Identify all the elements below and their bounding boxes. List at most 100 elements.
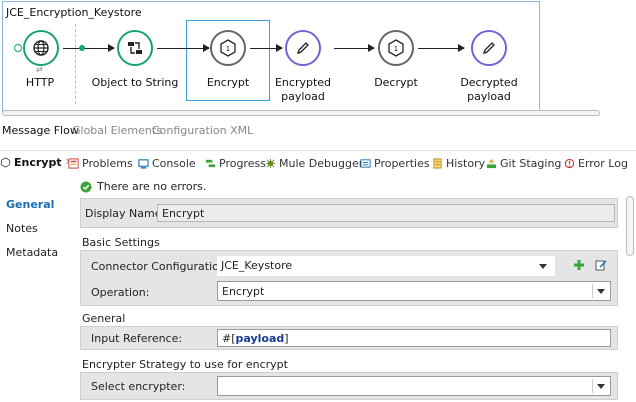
svg-text:1: 1 — [394, 45, 398, 53]
edit-config-button[interactable] — [593, 257, 609, 273]
connector-config-value: JCE_Keystore — [221, 259, 293, 272]
editor-tabs: Message Flow Global Elements Configurati… — [0, 122, 636, 140]
arrow-dot — [79, 45, 85, 51]
node-label-encrypt: Encrypt — [206, 76, 250, 89]
strategy-group: Select encrypter: — [80, 372, 618, 400]
display-name-field[interactable]: Encrypt — [157, 204, 615, 222]
object-to-string-node[interactable] — [117, 30, 153, 66]
encrypt-node[interactable]: 1 — [210, 30, 246, 66]
expression-close: ] — [284, 332, 289, 345]
select-encrypter-dropdown[interactable] — [217, 376, 611, 396]
git-staging-icon — [486, 158, 497, 169]
properties-icon — [360, 159, 371, 168]
flow-arrow — [418, 44, 465, 52]
edit-icon — [595, 260, 607, 271]
debugger-icon — [265, 158, 276, 169]
node-label-encrypted-payload: Encrypted payload — [263, 76, 343, 104]
properties-sidebar: General Notes Metadata — [0, 174, 70, 402]
decrypt-node[interactable]: 1 — [378, 30, 414, 66]
tab-configuration-xml[interactable]: Configuration XML — [152, 124, 254, 137]
connector-config-label: Connector Configuration: — [91, 260, 230, 273]
tab-error-log-label: Error Log — [578, 157, 628, 170]
selected-node-frame — [186, 20, 270, 101]
select-encrypter-label: Select encrypter: — [91, 380, 186, 393]
tab-global-elements[interactable]: Global Elements — [72, 124, 162, 137]
tab-error-log[interactable]: Error Log — [564, 157, 628, 170]
tab-problems-label: Problems — [82, 157, 133, 170]
plus-icon — [574, 260, 584, 270]
check-icon — [80, 181, 92, 192]
pencil-icon — [296, 42, 309, 55]
problems-icon — [68, 158, 79, 169]
crypto-icon: 1 — [220, 39, 236, 57]
label-line-2: payload — [281, 90, 325, 103]
display-name-group: Display Name: Encrypt — [80, 198, 618, 228]
horizontal-scrollbar[interactable] — [2, 110, 600, 116]
tab-console-label: Console — [152, 157, 196, 170]
tab-mule-debugger[interactable]: Mule Debugger — [265, 157, 363, 170]
crypto-icon — [0, 157, 11, 168]
tab-properties-label: Properties — [374, 157, 430, 170]
label-line-1: Decrypted — [460, 76, 518, 89]
node-label-decrypt: Decrypt — [374, 76, 418, 89]
flow-border — [2, 1, 540, 2]
node-label-http: HTTP — [25, 76, 55, 89]
node-label-object-to-string: Object to String — [91, 76, 179, 89]
tab-console[interactable]: Console — [138, 157, 196, 170]
label-line-1: Encrypted — [274, 76, 332, 89]
sidebar-item-notes[interactable]: Notes — [6, 222, 38, 235]
tab-properties[interactable]: Properties — [360, 157, 430, 170]
operation-value: Encrypt — [222, 285, 265, 298]
expression-keyword: payload — [235, 332, 285, 345]
tab-encrypt-label: Encrypt — [14, 156, 62, 169]
views-tab-bar: Encrypt ✕ Problems Console Progress Mule… — [0, 150, 636, 174]
node-label-decrypted-payload: Decrypted payload — [449, 76, 529, 104]
general-group: Input Reference: #[payload] — [80, 326, 618, 350]
history-icon — [433, 158, 442, 169]
progress-icon — [205, 159, 216, 168]
basic-settings-heading: Basic Settings — [82, 236, 160, 249]
globe-icon — [33, 40, 49, 56]
add-config-button[interactable] — [571, 257, 587, 273]
tab-history[interactable]: History — [432, 157, 485, 170]
sidebar-item-general[interactable]: General — [6, 198, 55, 211]
encrypted-payload-node[interactable] — [285, 30, 321, 66]
decrypted-payload-node[interactable] — [471, 30, 507, 66]
console-icon — [138, 159, 149, 169]
vertical-scrollbar[interactable] — [626, 196, 634, 256]
tab-progress[interactable]: Progress — [205, 157, 266, 170]
properties-panel: There are no errors. Display Name: Encry… — [74, 174, 622, 402]
tab-mule-debugger-label: Mule Debugger — [279, 157, 364, 170]
connector-config-select[interactable]: JCE_Keystore — [217, 256, 555, 276]
transform-icon — [128, 42, 142, 54]
label-line-2: payload — [467, 90, 511, 103]
strategy-heading: Encrypter Strategy to use for encrypt — [82, 358, 288, 371]
validation-status: There are no errors. — [80, 180, 206, 193]
http-source-marker: ⇄ — [36, 65, 43, 74]
tab-progress-label: Progress — [219, 157, 266, 170]
tab-message-flow[interactable]: Message Flow — [2, 124, 79, 137]
operation-label: Operation: — [91, 286, 150, 299]
source-divider — [75, 24, 76, 104]
flow-arrow — [250, 44, 283, 52]
tab-history-label: History — [446, 157, 486, 170]
display-name-label: Display Name: — [85, 207, 166, 220]
chevron-down-icon — [592, 284, 608, 298]
error-log-icon — [564, 158, 575, 169]
tab-encrypt[interactable]: Encrypt ✕ — [0, 156, 73, 169]
input-reference-field[interactable]: #[payload] — [217, 329, 611, 347]
tab-git-staging[interactable]: Git Staging — [486, 157, 561, 170]
input-reference-label: Input Reference: — [91, 332, 183, 345]
flow-title[interactable]: JCE_Encryption_Keystore — [6, 6, 142, 19]
crypto-icon: 1 — [388, 39, 404, 57]
flow-arrow — [63, 44, 115, 52]
sidebar-item-metadata[interactable]: Metadata — [6, 246, 59, 259]
http-node[interactable] — [23, 30, 59, 66]
tab-problems[interactable]: Problems — [68, 157, 133, 170]
flow-canvas[interactable]: JCE_Encryption_Keystore ⇄ HTTP Object to… — [0, 0, 636, 118]
chevron-down-icon — [535, 259, 551, 273]
flow-arrow — [334, 44, 375, 52]
http-left-port — [14, 44, 22, 52]
operation-select[interactable]: Encrypt — [217, 281, 611, 301]
status-text: There are no errors. — [97, 180, 207, 193]
